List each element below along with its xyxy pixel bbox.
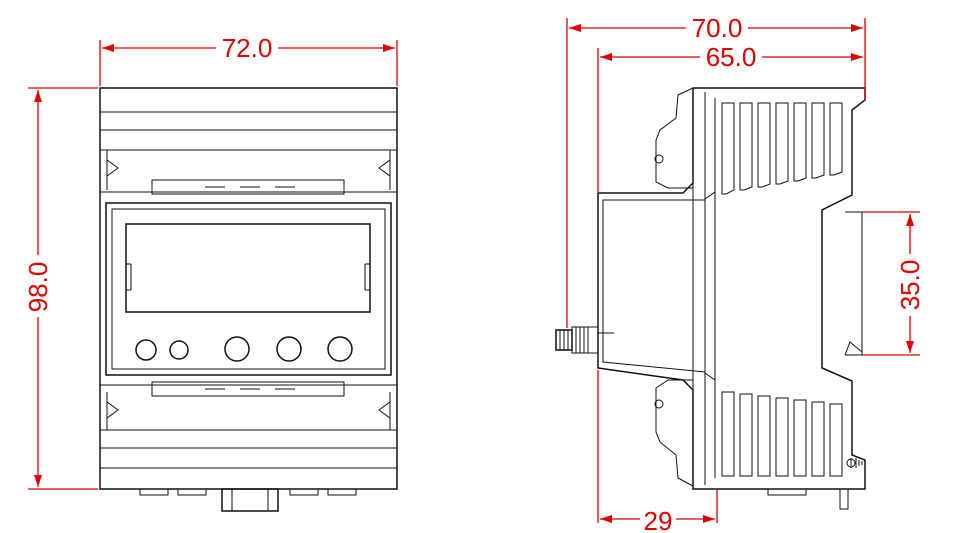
led-indicator-2 [169,340,189,360]
front-panel [105,202,392,376]
side-body-depth-dimension: 65.0 [597,42,863,192]
top-vents [721,102,843,195]
front-width-dimension: 72.0 [99,32,398,86]
front-view [99,87,398,512]
button-1 [224,336,250,362]
clip-triangle-left-top [106,159,119,177]
top-latch [151,179,345,195]
button-3 [327,336,353,362]
din-rail-height-label: 35.0 [895,260,925,311]
clip-triangle-right-top [378,159,391,177]
front-height-label: 98.0 [23,262,53,313]
clip-triangle-left-bottom [106,401,119,419]
side-overall-depth-dimension: 70.0 [566,12,866,328]
button-2 [276,336,302,362]
front-height-dimension: 98.0 [23,87,98,490]
top-ear [655,87,694,189]
bottom-ear [655,379,694,487]
bottom-tab [767,488,807,496]
terminal-offset-dimension: 29 [597,370,718,533]
bottom-vents [721,391,843,477]
bottom-latch [151,381,345,397]
din-clip [221,488,279,512]
antenna-connector [555,326,614,354]
side-view [555,87,866,510]
front-width-label: 72.0 [222,33,273,63]
din-rail-height-dimension: 35.0 [862,211,925,356]
side-body-depth-label: 65.0 [706,42,757,72]
clip-triangle-right-bottom [378,401,391,419]
din-latch [839,488,849,510]
ground-icon [846,458,863,468]
terminal-offset-label: 29 [644,506,673,533]
terminal-tabs [139,488,357,512]
din-rail-slot [845,211,863,356]
led-indicator-1 [135,339,157,361]
lcd-display [125,223,371,313]
side-overall-depth-label: 70.0 [692,13,743,43]
